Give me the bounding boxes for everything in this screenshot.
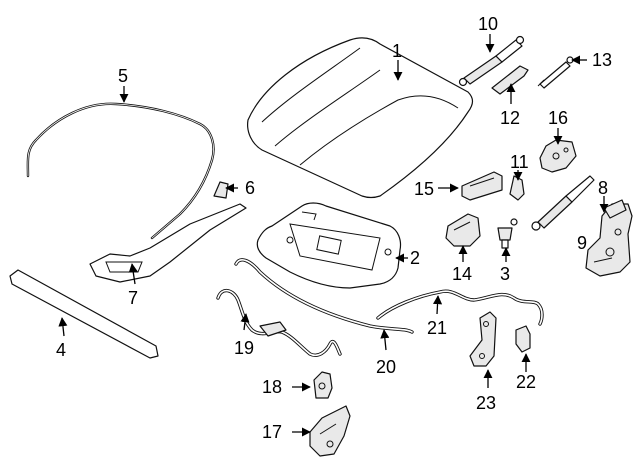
callout-10: 10 bbox=[478, 14, 498, 34]
callout-23: 23 bbox=[476, 393, 496, 413]
callout-4: 4 bbox=[56, 340, 66, 360]
rod-13 bbox=[537, 56, 574, 89]
clip-6 bbox=[213, 181, 229, 199]
cable-21 bbox=[376, 289, 544, 326]
bracket-17 bbox=[309, 405, 351, 457]
insulation-pad-2 bbox=[256, 202, 402, 289]
gas-strut-10 bbox=[458, 35, 525, 87]
leader-lines bbox=[58, 34, 609, 437]
buffer-3 bbox=[497, 218, 518, 249]
latch-14 bbox=[445, 213, 481, 247]
seal-5 bbox=[26, 102, 215, 240]
callout-1: 1 bbox=[392, 41, 402, 61]
callout-16: 16 bbox=[548, 108, 568, 128]
callout-labels: 1 2 3 4 5 6 7 8 9 10 11 12 13 14 15 16 1… bbox=[56, 14, 612, 442]
bracket-18 bbox=[313, 371, 333, 399]
callout-13: 13 bbox=[592, 50, 612, 70]
seal-strip-4 bbox=[9, 269, 159, 359]
callout-2: 2 bbox=[410, 248, 420, 268]
hinge-8 bbox=[585, 199, 633, 277]
gas-strut-9 bbox=[531, 175, 595, 231]
cable-20 bbox=[234, 258, 414, 334]
callout-14: 14 bbox=[452, 264, 472, 284]
callout-6: 6 bbox=[245, 178, 255, 198]
callout-7: 7 bbox=[128, 288, 138, 308]
clip-11 bbox=[509, 175, 525, 201]
clip-22 bbox=[515, 325, 531, 353]
bracket-12 bbox=[491, 65, 529, 95]
plate-16 bbox=[539, 139, 577, 173]
callout-22: 22 bbox=[516, 372, 536, 392]
callout-3: 3 bbox=[500, 264, 510, 284]
callout-21: 21 bbox=[427, 318, 447, 338]
callout-12: 12 bbox=[500, 108, 520, 128]
callout-20: 20 bbox=[376, 357, 396, 377]
callout-8: 8 bbox=[598, 178, 608, 198]
hood-panel bbox=[247, 37, 474, 199]
callout-19: 19 bbox=[234, 338, 254, 358]
bracket-15 bbox=[461, 171, 503, 201]
callout-11: 11 bbox=[510, 152, 529, 172]
bracket-23 bbox=[469, 311, 497, 367]
callout-5: 5 bbox=[118, 66, 128, 86]
callout-15: 15 bbox=[414, 179, 434, 199]
callout-17: 17 bbox=[262, 422, 282, 442]
callout-18: 18 bbox=[262, 377, 282, 397]
callout-9: 9 bbox=[577, 233, 587, 253]
cable-19 bbox=[216, 289, 342, 357]
bracket-7 bbox=[89, 203, 247, 283]
